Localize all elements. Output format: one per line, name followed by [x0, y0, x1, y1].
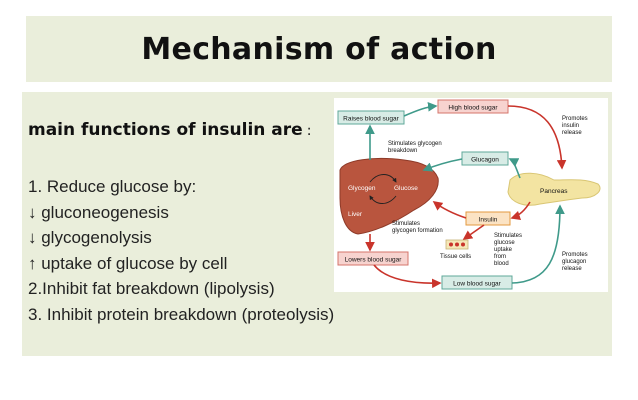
stim-breakdown-line2: breakdown [388, 148, 417, 154]
stim-uptake-line2: glucose [494, 240, 515, 246]
promotes-glucagon-line1: Promotes [562, 252, 588, 258]
pancreas-label: Pancreas [540, 188, 568, 195]
glucose-label: Glucose [394, 185, 418, 192]
glucose-regulation-diagram: Raises blood sugar High blood sugar Gluc… [334, 98, 608, 292]
lowers-blood-sugar-label: Lowers blood sugar [345, 257, 403, 264]
arrow-glucagon-to-liver [422, 158, 463, 172]
arrow-low-sugar-to-pancreas [511, 204, 565, 284]
high-blood-sugar-box: High blood sugar [437, 99, 509, 114]
arrow-lowers-to-low-sugar [373, 264, 442, 289]
low-blood-sugar-box: Low blood sugar [441, 275, 513, 290]
heading-colon: : [306, 123, 312, 139]
list-item: ↓ gluconeogenesis [28, 202, 169, 222]
stim-uptake-line4: from [494, 254, 506, 260]
insulin-box: Insulin [465, 211, 511, 226]
list-item: 2.Inhibit fat breakdown (lipolysis) [28, 279, 275, 298]
liver-shape [339, 157, 439, 235]
raises-blood-sugar-box: Raises blood sugar [337, 110, 405, 125]
glucagon-label: Glucagon [471, 157, 499, 164]
high-blood-sugar-label: High blood sugar [448, 105, 498, 112]
slide-title: Mechanism of action [141, 31, 497, 67]
functions-heading-text: main functions of insulin are [28, 120, 303, 140]
list-item: 1. Reduce glucose by: [28, 177, 197, 196]
promotes-insulin-line3: release [562, 130, 582, 136]
stim-uptake-line3: uptake [494, 247, 513, 253]
promotes-insulin-line2: insulin [562, 123, 579, 129]
list-item: ↑ uptake of glucose by cell [28, 253, 228, 273]
arrow-pancreas-to-glucagon [508, 158, 521, 179]
stim-uptake-line1: Stimulates [494, 233, 522, 239]
arrow-insulin-to-liver [432, 201, 467, 219]
promotes-glucagon-line3: release [562, 266, 582, 272]
stim-breakdown-line1: Stimulates glycogen [388, 141, 442, 147]
raises-blood-sugar-label: Raises blood sugar [343, 116, 399, 123]
glycogen-label: Glycogen [348, 185, 376, 192]
list-item: ↓ glycogenolysis [28, 228, 152, 247]
lowers-blood-sugar-box: Lowers blood sugar [337, 251, 409, 266]
arrow-high-sugar-to-pancreas [507, 105, 567, 170]
list-item: 3. Inhibit protein breakdown (proteolysi… [28, 304, 335, 324]
title-banner: Mechanism of action [26, 16, 612, 82]
functions-heading: main functions of insulin are: [28, 120, 311, 140]
pancreas-shape [507, 172, 601, 206]
arrow-raises-to-high-sugar [403, 102, 438, 117]
glucagon-box: Glucagon [461, 151, 509, 166]
stim-uptake-line5: blood [494, 261, 509, 267]
low-blood-sugar-label: Low blood sugar [453, 281, 502, 288]
tissue-cells-icon [445, 239, 469, 250]
insulin-label: Insulin [479, 217, 498, 224]
tissue-cells-label: Tissue cells [440, 254, 471, 260]
liver-label: Liver [348, 211, 363, 218]
arrow-pancreas-to-insulin [510, 201, 531, 221]
arrow-insulin-to-tissue [462, 224, 485, 240]
diagram-svg: Raises blood sugar High blood sugar Gluc… [337, 99, 601, 290]
promotes-glucagon-line2: glucagon [562, 259, 586, 265]
glycogen-cycle-arrow-top [369, 174, 397, 183]
promotes-insulin-line1: Promotes [562, 116, 588, 122]
stim-formation-line1: Stimulates [392, 221, 420, 227]
glycogen-cycle-arrow-bottom [369, 195, 397, 204]
functions-list: 1. Reduce glucose by: ↓ gluconeogenesis … [28, 174, 334, 327]
stim-formation-line2: glycogen formation [392, 228, 443, 234]
